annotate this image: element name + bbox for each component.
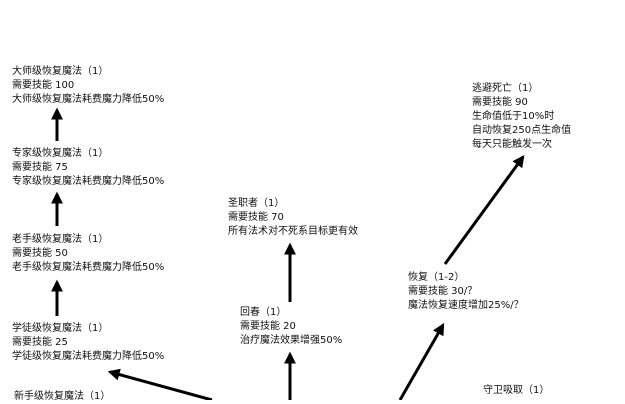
- perk-title: 恢复（1-2）: [408, 272, 465, 283]
- perk-title: 专家级恢复魔法（1）: [12, 148, 109, 159]
- perk-novice-restoration: 新手级恢复魔法（1）: [14, 390, 110, 404]
- arrow-root-to-novice: [107, 368, 213, 400]
- perk-title: 圣职者（1）: [228, 198, 285, 209]
- perk-avoid-death: 逃避死亡（1） 需要技能 90 生命值低于10%时 自动恢复250点生命值 每天…: [472, 82, 571, 152]
- perk-effect: 所有法术对不死系目标更有效: [228, 226, 358, 237]
- perk-ward-absorb: 守卫吸取（1）: [483, 384, 549, 398]
- perk-requirement: 需要技能 90: [472, 97, 528, 108]
- perk-title: 老手级恢复魔法（1）: [12, 234, 109, 245]
- perk-requirement: 需要技能 50: [12, 248, 68, 259]
- perk-title: 大师级恢复魔法（1）: [12, 66, 109, 77]
- perk-requirement: 需要技能 20: [240, 321, 296, 332]
- perk-requirement: 需要技能 25: [12, 337, 68, 348]
- perk-title: 学徒级恢复魔法（1）: [12, 323, 109, 334]
- perk-title: 新手级恢复魔法（1）: [14, 391, 111, 402]
- perk-effect: 自动恢复250点生命值: [472, 125, 572, 136]
- perk-apprentice-restoration: 学徒级恢复魔法（1） 需要技能 25 学徒级恢复魔法耗费魔力降低50%: [12, 322, 164, 364]
- perk-title: 回春（1）: [240, 307, 287, 318]
- perk-effect: 学徒级恢复魔法耗费魔力降低50%: [12, 351, 165, 362]
- perk-adept-restoration: 老手级恢复魔法（1） 需要技能 50 老手级恢复魔法耗费魔力降低50%: [12, 233, 164, 275]
- perk-requirement: 需要技能 30/？: [408, 286, 478, 297]
- perk-limit: 每天只能触发一次: [472, 139, 552, 150]
- perk-effect: 专家级恢复魔法耗费魔力降低50%: [12, 176, 165, 187]
- perk-recovery: 恢复（1-2） 需要技能 30/？ 魔法恢复速度增加25%/？: [408, 271, 524, 313]
- arrow-recovery-to-avoid-death: [443, 155, 525, 265]
- perk-respite: 回春（1） 需要技能 20 治疗魔法效果增强50%: [240, 306, 342, 348]
- perk-requirement: 需要技能 100: [12, 80, 75, 91]
- perk-effect: 大师级恢复魔法耗费魔力降低50%: [12, 94, 165, 105]
- perk-title: 守卫吸取（1）: [483, 385, 550, 396]
- perk-effect: 魔法恢复速度增加25%/？: [408, 300, 524, 311]
- perk-blessed: 圣职者（1） 需要技能 70 所有法术对不死系目标更有效: [228, 197, 358, 239]
- perk-expert-restoration: 专家级恢复魔法（1） 需要技能 75 专家级恢复魔法耗费魔力降低50%: [12, 147, 164, 189]
- perk-condition: 生命值低于10%时: [472, 111, 555, 122]
- perk-grandmaster-restoration: 大师级恢复魔法（1） 需要技能 100 大师级恢复魔法耗费魔力降低50%: [12, 65, 164, 107]
- arrow-root-to-recovery: [398, 322, 445, 400]
- perk-effect: 老手级恢复魔法耗费魔力降低50%: [12, 262, 165, 273]
- perk-effect: 治疗魔法效果增强50%: [240, 335, 343, 346]
- perk-title: 逃避死亡（1）: [472, 83, 539, 94]
- perk-requirement: 需要技能 75: [12, 162, 68, 173]
- perk-requirement: 需要技能 70: [228, 212, 284, 223]
